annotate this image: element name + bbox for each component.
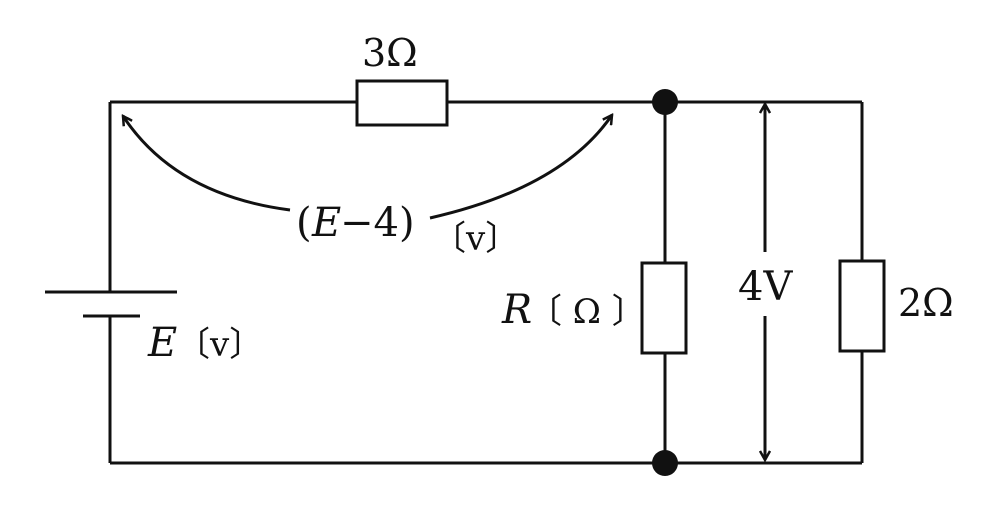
label-R-unit: 〔 Ω 〕 (528, 292, 646, 332)
label-voltage-drop-E: E (311, 200, 341, 246)
junction-bottom (652, 450, 678, 476)
resistor-3ohm (355, 79, 449, 127)
label-4V: 4V (738, 264, 793, 310)
voltage-drop-arrow (123, 115, 612, 220)
label-R: R (501, 287, 532, 333)
junction-top (652, 89, 678, 115)
resistor-R (640, 261, 688, 355)
label-source-unit: 〔v〕 (176, 325, 263, 365)
resistor-2ohm (838, 259, 886, 353)
label-3ohm: 3Ω (362, 31, 418, 75)
label-2ohm: 2Ω (898, 281, 954, 325)
label-source-E: E (147, 320, 177, 366)
label-voltage-drop-unit: 〔v〕 (432, 219, 519, 259)
label-voltage-drop-mid: −4) (340, 200, 415, 246)
label-voltage-drop-open: ( (296, 200, 312, 246)
